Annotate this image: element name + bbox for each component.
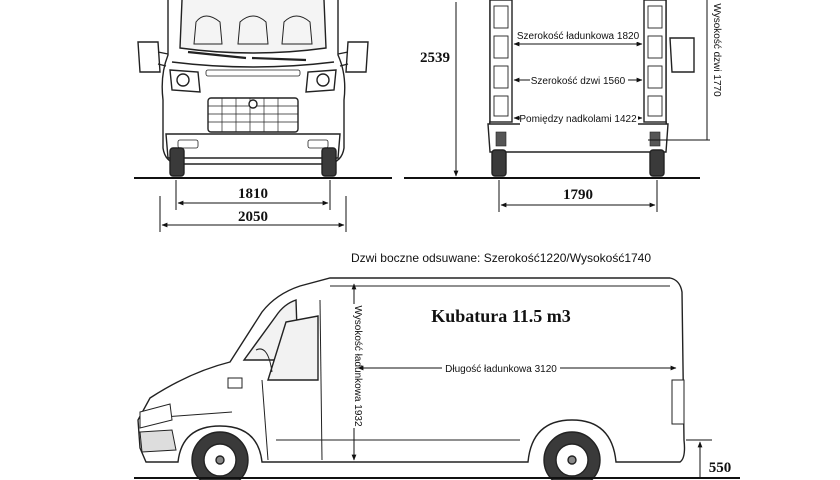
front-right-tyre: [321, 147, 337, 177]
rear-left-tyre: [491, 149, 507, 177]
front-overall-width-label: 2050: [238, 209, 268, 225]
front-bumper: [165, 133, 341, 159]
load-sill-dimension: [686, 439, 712, 478]
side-door-caption: Dzwi boczne odsuwane: Szerokość1220/Wyso…: [351, 251, 651, 265]
front-overall-dimension: [159, 196, 347, 232]
rear-door-width-label: Szerokość dzwi 1560: [531, 76, 626, 87]
cargo-height-label: Wysokość ładunkowa 1932: [352, 305, 363, 427]
cargo-length-label: Długość ładunkowa 3120: [445, 364, 557, 375]
rear-view: [487, 0, 695, 177]
front-body-outline: [161, 0, 346, 165]
rear-track-width-label: 1790: [563, 187, 593, 203]
rear-between-arches-label: Pomiędzy nadkolami 1422: [519, 114, 637, 125]
front-left-tyre: [169, 147, 185, 177]
side-rear-wheel: [543, 431, 601, 480]
load-sill-height-label: 550: [709, 460, 732, 476]
front-right-headlight: [305, 69, 337, 93]
rear-cargo-width-label: Szerokość ładunkowa 1820: [517, 31, 640, 42]
front-left-mirror: [137, 41, 161, 73]
rear-track-dimension: [498, 180, 658, 212]
side-view: [137, 277, 686, 480]
front-windscreen: [179, 0, 327, 54]
front-right-mirror: [345, 41, 369, 73]
front-grille: [207, 97, 299, 133]
side-body-outline: [137, 277, 686, 463]
side-front-wheel: [191, 431, 249, 480]
rear-right-mirror: [669, 37, 695, 73]
rear-door-height-label: Wysokość dzwi 1770: [711, 3, 722, 97]
front-left-headlight: [169, 69, 201, 93]
rear-bumper: [487, 123, 669, 153]
front-track-dimension: [175, 180, 331, 210]
height-label: 2539: [420, 50, 450, 66]
front-track-width-label: 1810: [238, 186, 268, 202]
rear-door-height-dimension: [648, 0, 710, 141]
volume-label: Kubatura 11.5 m3: [431, 306, 571, 326]
front-view: [137, 0, 369, 177]
rear-right-tyre: [649, 149, 665, 177]
side-door-window: [267, 315, 319, 381]
